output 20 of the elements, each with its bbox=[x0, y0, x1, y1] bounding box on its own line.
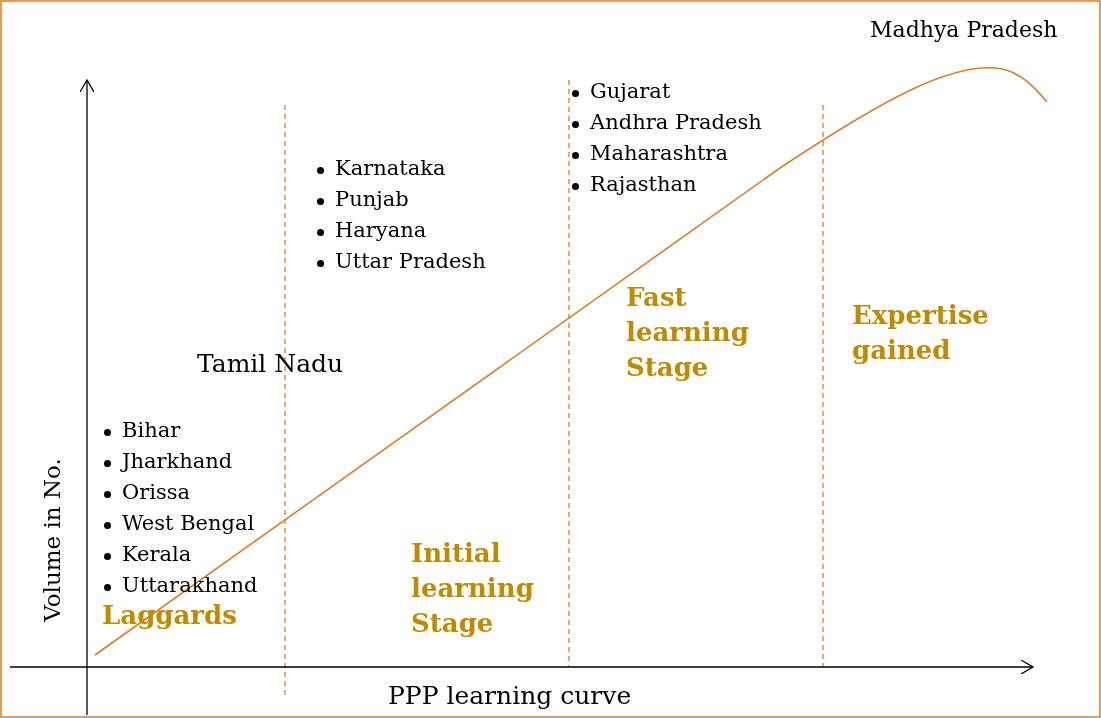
stage-label: Expertise gained bbox=[852, 299, 990, 367]
state-name-label: Maharashtra bbox=[590, 142, 728, 166]
state-name-label: Jharkhand bbox=[122, 450, 233, 474]
state-name-label: West Bengal bbox=[122, 512, 255, 536]
state-name-label: Gujarat bbox=[590, 80, 671, 104]
state-name-label: Rajasthan bbox=[590, 173, 697, 197]
state-name-label: Andhra Pradesh bbox=[590, 111, 762, 135]
state-name-label: Uttar Pradesh bbox=[335, 250, 486, 274]
state-name-label: Bihar bbox=[122, 419, 181, 443]
state-name-label: Madhya Pradesh bbox=[870, 18, 1058, 43]
state-name-label: Kerala bbox=[122, 543, 192, 567]
state-name-label: Karnataka bbox=[335, 157, 446, 181]
axis-title: Volume in No. bbox=[40, 458, 66, 622]
stage-label: Initial learning Stage bbox=[411, 537, 535, 640]
axis-title: PPP learning curve bbox=[388, 682, 632, 710]
state-name-label: Punjab bbox=[335, 188, 409, 212]
state-name-label: Orissa bbox=[122, 481, 191, 505]
state-name-label: Haryana bbox=[335, 219, 427, 243]
state-name-label: Tamil Nadu bbox=[197, 350, 344, 378]
stage-label: Fast learning Stage bbox=[626, 281, 750, 384]
